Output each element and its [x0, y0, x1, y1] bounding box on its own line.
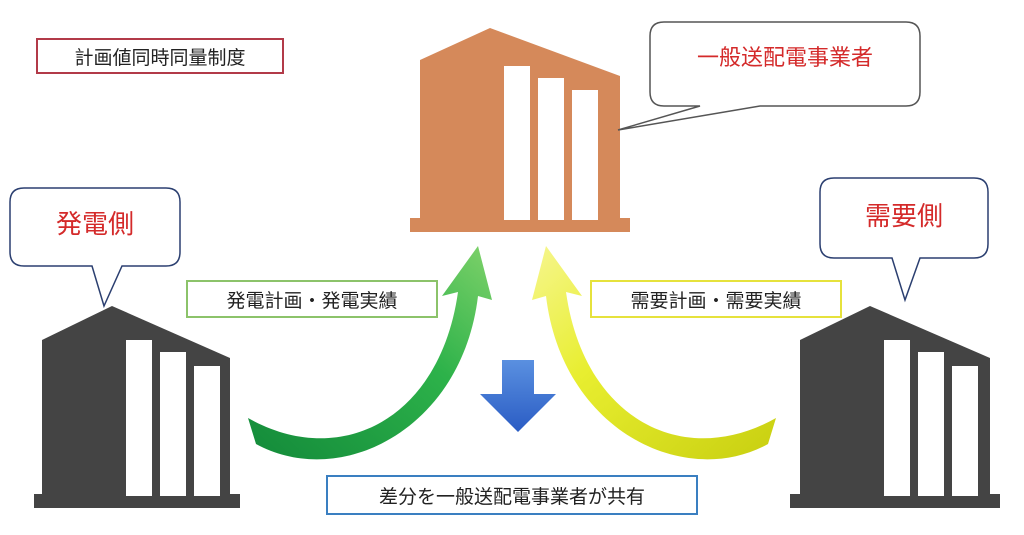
- demand-side-label: 需要側: [864, 202, 943, 232]
- shared-difference-label: 差分を一般送配電事業者が共有: [326, 475, 698, 515]
- demand-flow-arrow: [532, 246, 776, 460]
- generation-building-icon: [34, 306, 240, 508]
- demand-speech-bubble: [819, 177, 989, 303]
- generation-speech-bubble: [9, 187, 181, 309]
- operator-label: 一般送配電事業者: [696, 46, 873, 71]
- generation-side-label: 発電側: [55, 210, 134, 240]
- generation-flow-arrow: [248, 246, 492, 460]
- generation-plan-label: 発電計画・発電実績: [186, 280, 438, 318]
- demand-building-icon: [790, 306, 1000, 508]
- operator-speech-bubble: [617, 21, 921, 131]
- demand-plan-label: 需要計画・需要実績: [590, 280, 842, 318]
- share-down-arrow: [480, 360, 556, 432]
- diagram-title: 計画値同時同量制度: [36, 38, 284, 74]
- operator-building-icon: [410, 28, 630, 232]
